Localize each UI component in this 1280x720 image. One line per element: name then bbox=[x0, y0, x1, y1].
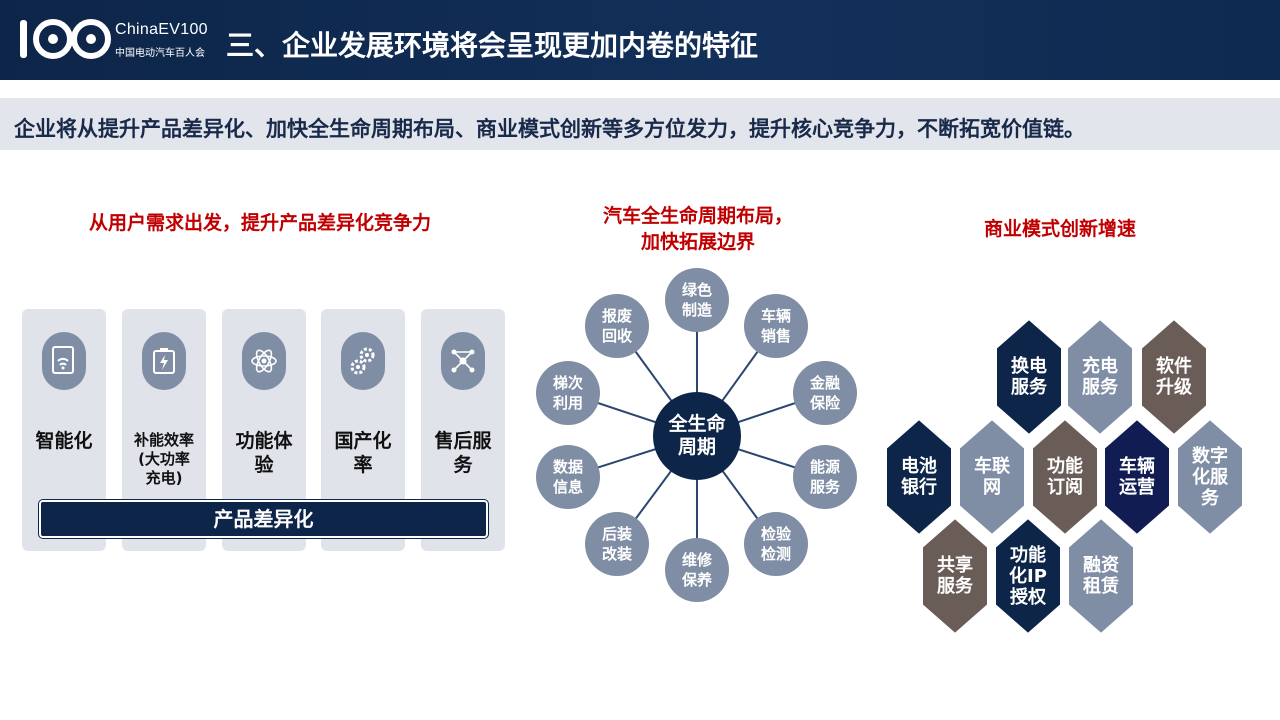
subtitle-band bbox=[0, 98, 1280, 150]
hexagon-tile bbox=[885, 417, 953, 537]
hex-label-sharing: 共享 服务 bbox=[937, 555, 973, 597]
feature-label: 功能体 验 bbox=[235, 430, 293, 476]
lifecycle-node-scrap-recycling: 报废 回收 bbox=[585, 294, 649, 358]
product-differentiation-bar: 产品差异化 bbox=[39, 500, 488, 538]
brand-name: ChinaEV100 bbox=[115, 21, 208, 38]
business-model-hexagons bbox=[885, 317, 1244, 636]
chinaev100-logo bbox=[20, 19, 111, 59]
hexagon-tile bbox=[921, 516, 989, 636]
hex-label-software-upgrade: 软件 升级 bbox=[1156, 356, 1192, 398]
brand-subtitle: 中国电动汽车百人会 bbox=[115, 48, 205, 59]
hexagon-tile bbox=[1140, 317, 1208, 437]
page-title: 三、企业发展环境将会呈现更加内卷的特征 bbox=[226, 29, 759, 62]
lifecycle-node-data-info: 数据 信息 bbox=[536, 445, 600, 509]
node-label: 报废 回收 bbox=[601, 307, 632, 345]
feature-label: 售后服 务 bbox=[434, 430, 492, 476]
feature-label: 国产化 率 bbox=[334, 430, 392, 476]
hexagon-tile bbox=[1066, 317, 1134, 437]
hexagon-tile bbox=[1103, 417, 1171, 537]
hex-label-ip-licensing: 功能 化IP 授权 bbox=[1009, 544, 1047, 608]
lifecycle-node-vehicle-sales: 车辆 销售 bbox=[744, 294, 808, 358]
node-label: 金融 保险 bbox=[809, 374, 840, 412]
battery-charge-icon bbox=[142, 332, 186, 390]
lifecycle-node-aftermarket-mods: 后装 改装 bbox=[585, 512, 649, 576]
node-label: 维修 保养 bbox=[681, 551, 712, 589]
hex-label-battery-bank: 电池 银行 bbox=[901, 456, 937, 498]
hexagon-tile bbox=[958, 417, 1026, 537]
lifecycle-node-energy-services: 能源 服务 bbox=[793, 445, 857, 509]
business-model-heading: 商业模式创新增速 bbox=[983, 218, 1136, 240]
node-label: 检验 检测 bbox=[760, 525, 791, 563]
hex-label-feature-subscription: 功能 订阅 bbox=[1047, 456, 1083, 498]
lifecycle-node-inspection-testing: 检验 检测 bbox=[744, 512, 808, 576]
lifecycle-node-green-manufacturing: 绿色 制造 bbox=[665, 268, 729, 332]
smart-device-icon bbox=[42, 332, 86, 390]
hex-label-battery-swap: 换电 服务 bbox=[1011, 356, 1047, 398]
hub-label: 全生命 周期 bbox=[668, 413, 726, 458]
hexagon-tile bbox=[994, 516, 1062, 636]
hexagon-tile bbox=[1067, 516, 1135, 636]
product-differentiation-heading: 从用户需求出发，提升产品差异化竞争力 bbox=[88, 212, 431, 234]
hex-label-digital-services: 数字 化服 务 bbox=[1192, 445, 1228, 509]
hex-label-financial-leasing: 融资 租赁 bbox=[1083, 555, 1119, 597]
node-label: 车辆 销售 bbox=[760, 307, 791, 345]
node-label: 能源 服务 bbox=[809, 458, 840, 496]
lifecycle-node-maintenance: 维修 保养 bbox=[665, 538, 729, 602]
hex-label-iov: 车联 网 bbox=[974, 456, 1010, 498]
lifecycle-node-cascade-use: 梯次 利用 bbox=[536, 361, 600, 425]
summary-subtitle: 企业将从提升产品差异化、加快全生命周期布局、商业模式创新等多方位发力，提升核心竞… bbox=[14, 117, 1085, 141]
hexagon-tile bbox=[1176, 417, 1244, 537]
hex-label-charging: 充电 服务 bbox=[1082, 356, 1118, 398]
feature-label: 智能化 bbox=[35, 430, 93, 452]
node-label: 数据 信息 bbox=[552, 458, 583, 496]
feature-label: 补能效率 (大功率 充电) bbox=[133, 431, 194, 487]
atom-icon bbox=[242, 332, 286, 390]
header-bar: ChinaEV100 中国电动汽车百人会 三、企业发展环境将会呈现更加内卷的特征 bbox=[0, 0, 1280, 80]
lifecycle-heading: 汽车全生命周期布局， 加快拓展边界 bbox=[602, 205, 793, 253]
hex-label-vehicle-operation: 车辆 运营 bbox=[1119, 456, 1155, 498]
network-icon bbox=[441, 332, 485, 390]
node-label: 后装 改装 bbox=[601, 525, 632, 563]
node-label: 梯次 利用 bbox=[552, 374, 583, 412]
lifecycle-hub: 全生命 周期 bbox=[653, 392, 741, 480]
hexagon-tile bbox=[1031, 417, 1099, 537]
gears-icon bbox=[341, 332, 385, 390]
lifecycle-node-finance-insurance: 金融 保险 bbox=[793, 361, 857, 425]
hexagon-tile bbox=[995, 317, 1063, 437]
node-label: 绿色 制造 bbox=[681, 281, 712, 319]
